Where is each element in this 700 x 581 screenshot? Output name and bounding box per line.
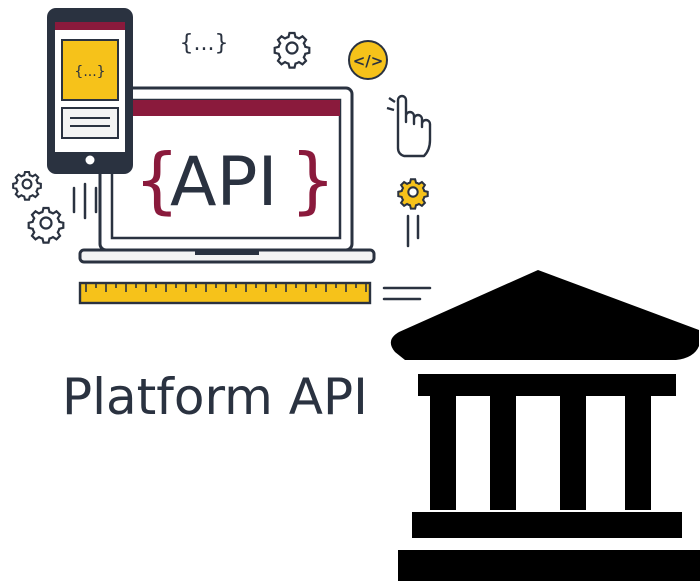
code-badge-icon: </> [348,40,388,80]
laptop-screen-api-word: API [170,143,278,222]
phone-screen-braces: {...} [74,64,105,80]
gear-icon [273,31,311,69]
gear-icon [397,178,429,210]
ruler-motion-lines [382,286,432,301]
gear-icon [27,206,65,244]
gear-motion-lines [406,214,420,248]
laptop-icon: { API } [78,86,376,264]
laptop-screen-close-brace: } [290,138,336,222]
code-badge-text: </> [353,52,384,70]
ruler-icon [78,281,372,305]
laptop-screen-open-brace: { [134,138,180,222]
hand-pointer-icon [386,94,432,158]
phone-motion-lines [72,182,98,220]
page-title: Platform API [62,368,368,426]
smartphone-icon: {...} [47,8,133,174]
bank-building-icon [390,270,700,581]
braces-icon: {...} [180,31,229,56]
gear-icon [12,170,42,201]
